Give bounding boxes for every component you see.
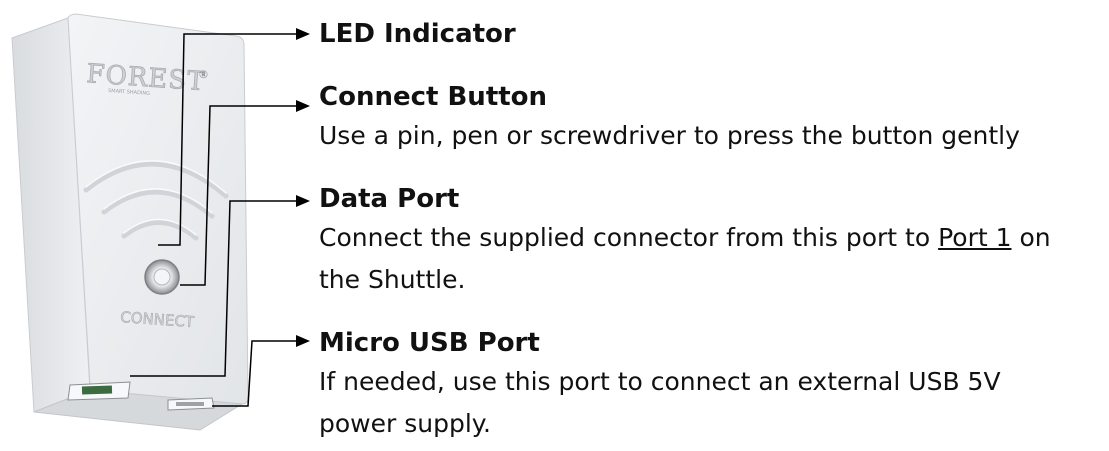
data-port-description: Connect the supplied connector from this…	[319, 217, 1051, 301]
arrowheads	[296, 28, 310, 347]
leader-connect	[180, 105, 298, 286]
led-indicator-title: LED Indicator	[319, 19, 516, 49]
micro-usb-description: If needed, use this port to connect an e…	[319, 361, 1001, 445]
leader-usb	[212, 340, 298, 407]
data-port-desc-after: on	[1011, 223, 1051, 252]
connect-button-title: Connect Button	[319, 82, 548, 112]
wifi-icon	[83, 161, 229, 241]
data-port	[67, 381, 131, 401]
data-port-desc-before: Connect the supplied connector from this…	[319, 223, 939, 252]
micro-usb-desc-line1: If needed, use this port to connect an e…	[319, 367, 1001, 396]
micro-usb-port	[167, 397, 215, 411]
feature-micro-usb-port: Micro USB Port If needed, use this port …	[319, 327, 1001, 445]
brand-tagline: SMART SHADING	[108, 88, 150, 97]
connect-button-description: Use a pin, pen or screwdriver to press t…	[319, 121, 1020, 150]
micro-usb-title: Micro USB Port	[319, 328, 540, 358]
micro-usb-desc-line2: power supply.	[319, 409, 491, 438]
feature-led-indicator: LED Indicator	[319, 18, 516, 50]
feature-connect-button: Connect Button Use a pin, pen or screwdr…	[319, 81, 1020, 157]
data-port-desc-line2: the Shuttle.	[319, 265, 466, 294]
feature-data-port: Data Port Connect the supplied connector…	[319, 183, 1051, 301]
leader-led	[158, 33, 298, 246]
leader-data-port	[130, 200, 298, 377]
registered-mark: ®	[198, 68, 209, 81]
data-port-title: Data Port	[319, 184, 460, 214]
connect-label: CONNECT	[120, 308, 196, 331]
port-1-link: Port 1	[938, 223, 1012, 252]
leader-lines	[130, 33, 298, 407]
